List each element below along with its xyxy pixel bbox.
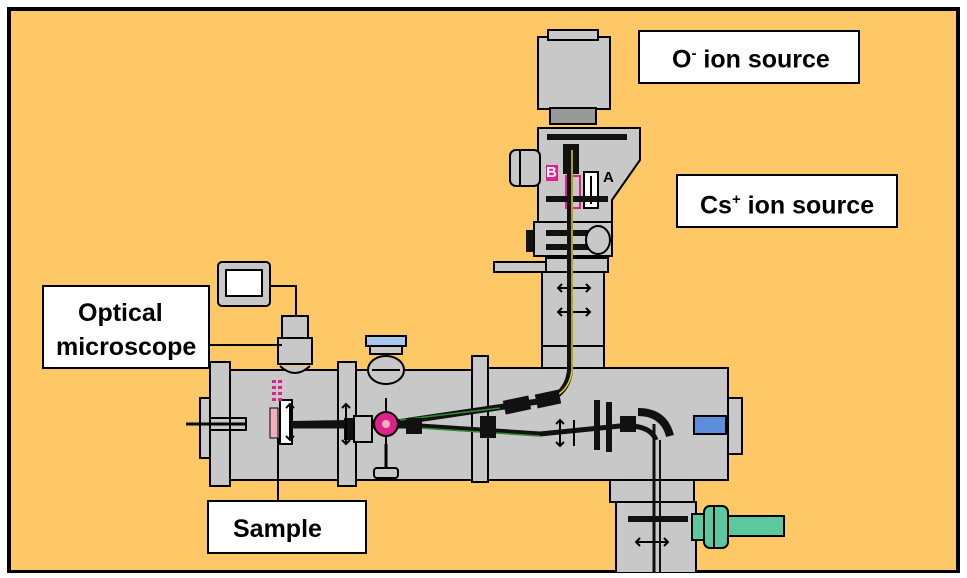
cs-ion-source-text: ion source — [740, 191, 875, 220]
teal-detector — [691, 505, 785, 549]
cs-ion-source-charge: + — [731, 191, 741, 208]
o-ion-source-unit — [537, 29, 611, 125]
o-ion-source-prefix: O — [672, 45, 692, 74]
o-ion-source-charge: - — [691, 45, 697, 62]
optical-microscope-line2: microscope — [56, 333, 197, 361]
cs-ion-source-unit — [509, 127, 641, 223]
blue-window — [693, 415, 727, 435]
lower-column — [609, 424, 697, 574]
optical-microscope-callout: Optical microscope — [42, 285, 210, 369]
chamber-arrows — [285, 398, 575, 452]
optical-microscope — [217, 261, 313, 374]
marker-b-label: B — [546, 164, 557, 181]
marker-a-label: A — [603, 169, 614, 186]
o-ion-source-text: ion source — [696, 45, 830, 74]
beamline-elements — [344, 389, 674, 452]
cs-ion-source-prefix: Cs — [700, 191, 732, 220]
sample-callout: Sample — [207, 500, 367, 554]
o-ion-source-callout: O- ion source — [638, 30, 860, 84]
optical-microscope-line1: Optical — [78, 299, 163, 327]
sample-label: Sample — [233, 515, 322, 543]
sample-rod — [186, 417, 247, 431]
column-deflector-arrows — [556, 283, 592, 317]
cs-ion-source-callout: Cs+ ion source — [676, 174, 898, 228]
marker-b-box — [546, 165, 558, 181]
